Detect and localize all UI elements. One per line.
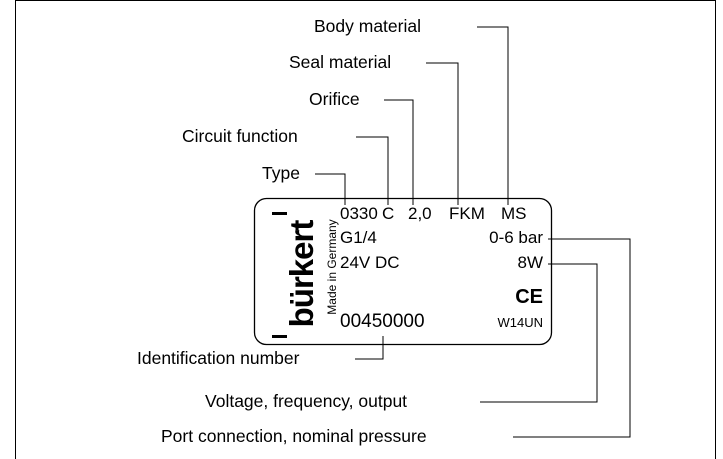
identification-number-leader [355,336,384,360]
ce-mark: CE [515,286,543,308]
identification-number-label: Identification number [137,348,300,368]
voltage-frequency-output-label: Voltage, frequency, output [205,391,408,411]
body-value: MS [501,204,527,223]
orifice-label: Orifice [309,89,360,109]
burkert-logo: bürkert [283,220,320,328]
seal-material-label: Seal material [289,52,392,72]
seal-material-leader [426,62,459,205]
type-label: Type [262,163,300,183]
type-value: 0330 [340,204,378,223]
brand-bar-top [272,212,287,215]
code-value: W14UN [497,315,543,330]
orifice-leader [384,99,414,205]
circuit-value: C [382,204,395,223]
type-leader [315,173,346,205]
body-material-leader [477,26,509,205]
made-in-label: Made in Germany [325,219,339,315]
brand-bar-bottom [272,335,287,338]
voltage-leader [480,263,598,403]
circuit-function-label: Circuit function [182,126,298,146]
id-number-value: 00450000 [340,311,425,332]
port-connection-pressure-label: Port connection, nominal pressure [161,426,427,446]
nameplate-outline [253,197,553,346]
body-material-label: Body material [314,16,421,36]
power-value: 8W [517,253,544,272]
port-value: G1/4 [340,228,377,247]
seal-value: FKM [449,204,485,223]
orifice-value: 2,0 [408,204,432,223]
circuit-function-leader [356,136,389,205]
port-connection-leader [513,238,631,438]
pressure-value: 0-6 bar [489,228,543,247]
voltage-value: 24V DC [340,253,400,272]
